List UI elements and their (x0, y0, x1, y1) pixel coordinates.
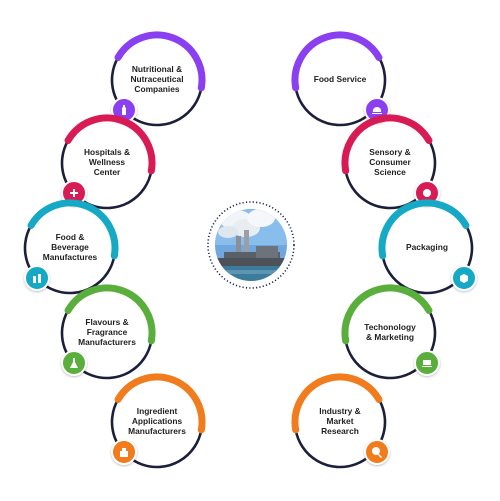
node-hospitals: Hospitals & Wellness Center (57, 113, 157, 213)
industrial-plant-image (207, 201, 295, 289)
ring-color-arc (27, 199, 119, 260)
ring-color-arc (341, 284, 433, 345)
ring-arc (110, 31, 206, 127)
node-ingredient: Ingredient Applications Manufacturers (107, 372, 207, 472)
center-image (206, 200, 296, 290)
ring-dot (197, 426, 205, 434)
bottles-icon (23, 264, 50, 291)
node-technology: Techonology & Marketing (340, 283, 441, 383)
node-flavours: Flavours & Fragrance Manufacturers (57, 283, 157, 383)
ring-dot (379, 252, 387, 260)
node-label: Food Service (313, 74, 367, 85)
node-label: Ingredient Applications Manufacturers (128, 406, 186, 436)
ring-dark-arc (344, 309, 437, 380)
ring-dark-arc (381, 224, 474, 295)
ring-dark-arc (110, 56, 203, 127)
ring-dark-arc (294, 56, 387, 127)
ring-color-arc (64, 284, 156, 345)
ring-arc (341, 284, 437, 380)
ring-dot (342, 167, 350, 175)
node-label: Industry & Market Research (319, 406, 361, 436)
ring-dot (110, 252, 118, 260)
ring-color-arc (291, 31, 383, 92)
ring-dot (342, 337, 350, 345)
node-label: Food & Beverage Manufactures (42, 232, 98, 262)
node-nutritional: Nutritional & Nutraceutical Companies (107, 30, 207, 130)
node-label: Nutritional & Nutraceutical Companies (130, 64, 184, 94)
node-label: Flavours & Fragrance Manufacturers (78, 317, 136, 347)
ring-color-arc (64, 114, 156, 175)
ring-arc (291, 31, 387, 127)
ring-color-arc (378, 199, 470, 260)
research-icon (364, 438, 391, 465)
ring-dot (292, 84, 300, 92)
ring-dark-arc (110, 398, 203, 469)
node-label: Packaging (406, 242, 448, 253)
ring-dot (197, 84, 205, 92)
ring-color-arc (114, 373, 206, 434)
ring-arc (23, 199, 119, 295)
ring-dot (147, 167, 155, 175)
node-label: Hospitals & Wellness Center (83, 147, 131, 177)
ring-arc (110, 373, 206, 469)
ring-color-arc (291, 373, 383, 434)
node-label: Techonology & Marketing (364, 322, 416, 342)
ring-dark-arc (60, 309, 153, 380)
ring-dot (292, 426, 300, 434)
node-industry: Industry & Market Research (290, 372, 391, 472)
node-label: Sensory & Consumer Science (369, 147, 411, 177)
node-food-service: Food Service (290, 30, 391, 130)
ring-dot (147, 337, 155, 345)
ring-color-arc (341, 114, 433, 175)
ring-arc (378, 199, 474, 295)
ring-color-arc (114, 31, 206, 92)
laptop-icon (414, 349, 441, 376)
node-food-beverage: Food & Beverage Manufactures (20, 198, 120, 298)
ring-dark-arc (23, 224, 116, 295)
ring-dark-arc (294, 398, 387, 469)
box-icon (451, 264, 478, 291)
ring-arc (60, 284, 156, 380)
node-packaging: Packaging (377, 198, 478, 298)
ingredients-icon (110, 438, 137, 465)
flask-icon (60, 349, 87, 376)
ring-arc (291, 373, 387, 469)
